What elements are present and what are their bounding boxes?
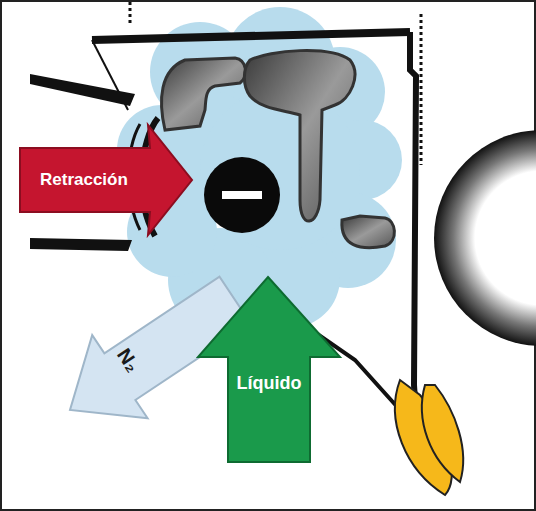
dotted-line	[129, 2, 132, 26]
surfactant-blob	[162, 58, 246, 130]
negative-charge-symbol	[204, 157, 280, 233]
liquid-arrow: Líquido	[192, 272, 342, 467]
arrow-outline	[198, 277, 340, 462]
cell-leaf	[422, 385, 463, 482]
wall-outline	[410, 32, 440, 430]
arrow-label: Líquido	[237, 374, 302, 394]
cell-sphere	[434, 130, 536, 346]
arrow-shape	[192, 272, 342, 467]
arrow-label: Retracción	[40, 171, 128, 190]
retraction-arrow: Retracción	[20, 122, 195, 238]
wall-outline	[92, 32, 410, 40]
wall-wedge	[30, 238, 132, 251]
wall-wedge	[30, 74, 135, 106]
arrow-outline	[20, 125, 192, 235]
minus-sign	[222, 191, 262, 199]
surfactant-blob	[342, 216, 395, 248]
dotted-line	[420, 14, 423, 165]
